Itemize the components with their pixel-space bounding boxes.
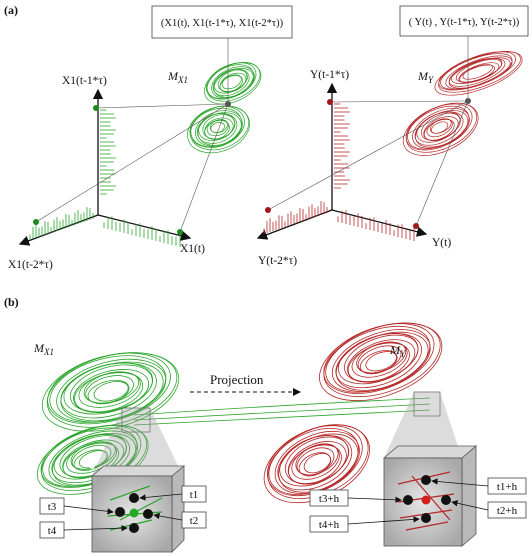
b-right-manifold-label: MY [389,343,406,359]
right-time-t4h: t4+h [319,519,340,531]
left-axis-y [18,214,99,246]
right-time-t1h: t1+h [497,481,518,493]
left-point-t3 [115,507,125,517]
left-axis-x-label: X1(t) [180,243,205,255]
panel-a-left-axes [18,88,192,246]
neighborhood-tube [133,397,431,426]
right-axis-y-label: Y(t-2*τ) [258,255,297,267]
left-delay-box-text: (X1(t), X1(t-1*τ), X1(t-2*τ)) [161,18,284,29]
left-axis-y-label: X1(t-2*τ) [8,259,53,271]
right-attractor-a [402,51,523,156]
left-point-attractor [225,101,231,107]
right-axis-x [331,209,428,237]
right-selection-box [413,391,441,417]
left-selection-box [121,407,151,433]
left-time-t3: t3 [48,501,57,513]
left-axis-x [97,214,192,241]
left-point-t2 [143,509,153,519]
left-time-t4: t4 [48,525,57,537]
left-point-x [177,229,183,235]
right-delay-box [399,5,529,37]
left-center-point [129,508,139,518]
left-time-labels: t1 t2 t3 t4 [39,485,207,539]
right-delay-box-text: ( Y(t) , Y(t-1*τ), Y(t-2*τ)) [409,17,520,28]
right-projection-lines [267,36,469,227]
left-delay-box [151,5,293,39]
left-point-t4 [129,523,139,533]
left-point-t1 [129,493,139,503]
panel-a-label: (a) [4,3,18,17]
right-point-z [327,99,333,105]
left-time-t1: t1 [190,489,199,501]
right-time-labels: t1+h t2+h t3+h t4+h [309,477,527,533]
right-manifold-label: MY [417,69,434,85]
right-time-t2h: t2+h [497,505,518,517]
right-point-x [413,223,419,229]
projection-label: Projection [210,372,264,387]
right-zoom-frustum [384,392,462,458]
right-center-point [421,495,431,505]
right-point-t1h [421,475,431,485]
right-axis-x-label: Y(t) [432,237,451,249]
right-axis-z-label: Y(t-1*τ) [310,69,349,81]
left-projection-lines [35,38,229,233]
left-point-z [93,105,99,111]
right-point-y [265,207,271,213]
right-point-t4h [421,513,431,523]
left-manifold-label: MX1 [167,69,188,85]
left-time-t2: t2 [190,515,199,527]
panel-b-label: (b) [4,295,19,309]
left-point-y [33,219,39,225]
panel-a-right-axes [256,82,428,240]
right-zoom-cube [382,445,478,547]
right-point-attractor [465,98,471,104]
left-zoom-cube [90,465,186,553]
right-point-t2h [441,495,451,505]
left-attractor-a [187,61,262,154]
right-attractor-b [263,322,443,504]
left-axis-z-label: X1(t-1*τ) [62,75,107,87]
right-time-t3h: t3+h [319,493,340,505]
right-point-t3h [403,495,413,505]
right-axis-y [256,209,333,240]
b-left-manifold-label: MX1 [33,341,54,357]
right-projection-spikes [263,103,415,241]
left-projection-spikes [29,109,181,247]
left-zoom-frustum [92,408,183,476]
